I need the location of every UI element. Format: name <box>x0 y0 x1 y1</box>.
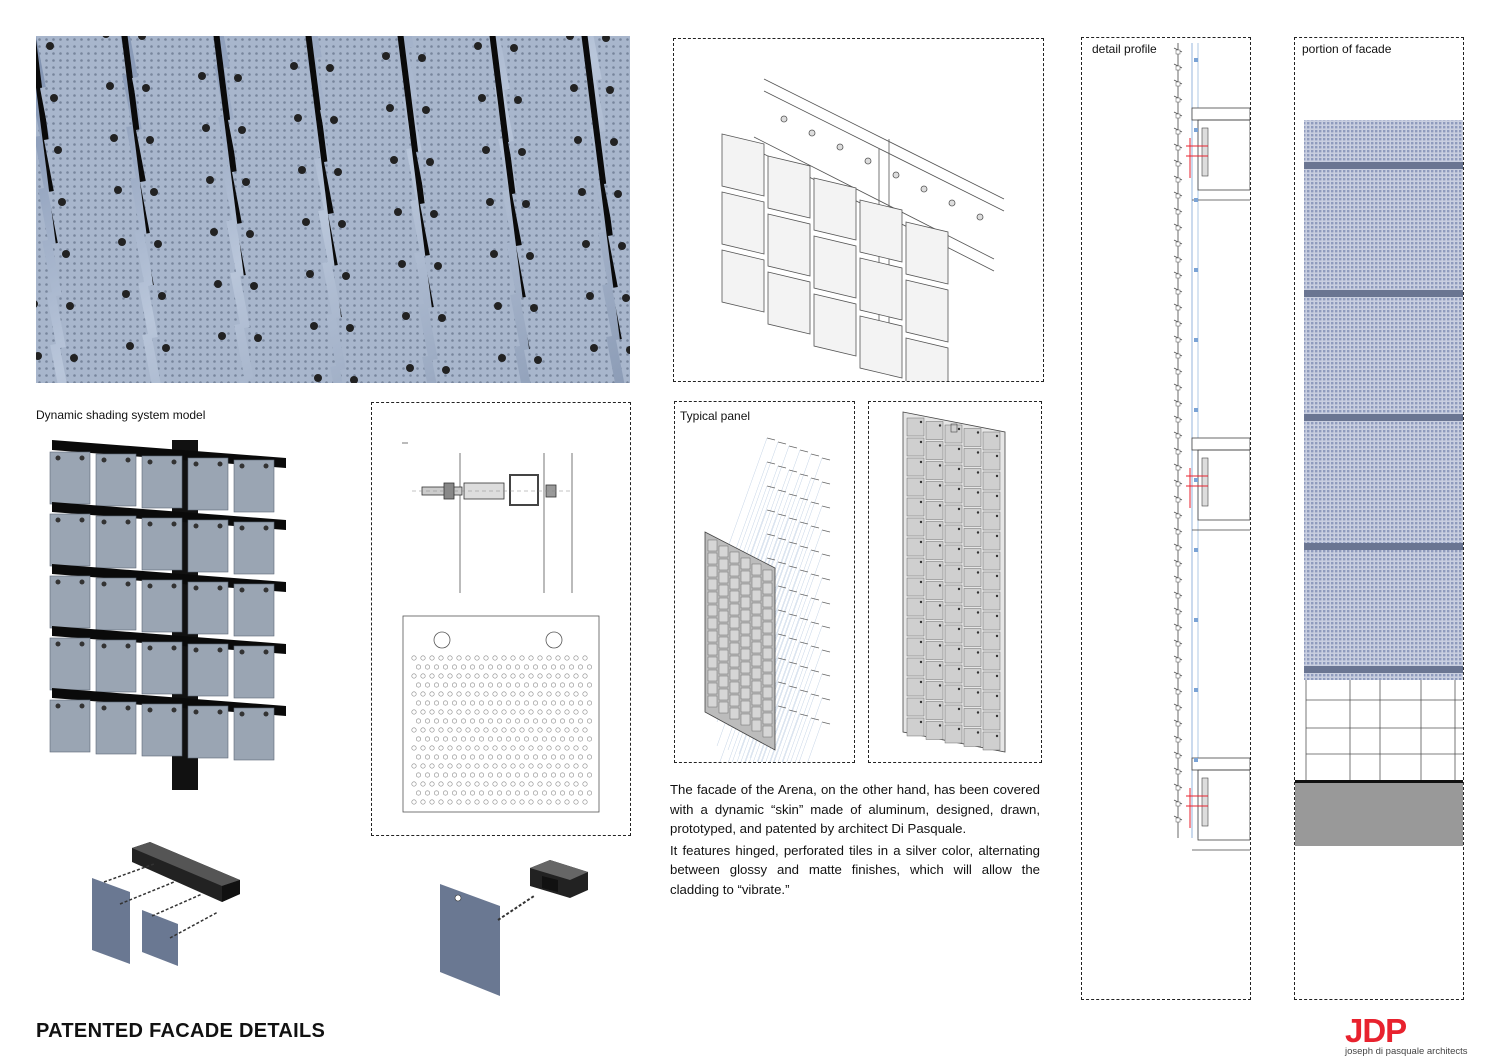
hardware-detail <box>371 402 631 836</box>
typical-panel-frame: Typical panel <box>674 401 855 763</box>
panel-elevation-frame <box>868 401 1042 763</box>
bracket-assembly-right <box>438 858 588 998</box>
detail-profile-label: detail profile <box>1092 42 1157 56</box>
bracket-assembly-left <box>90 842 250 968</box>
description-paragraph-1: The facade of the Arena, on the other ha… <box>670 782 1040 836</box>
detail-profile-frame: detail profile <box>1081 37 1251 1000</box>
page-title: PATENTED FACADE DETAILS <box>36 1020 326 1042</box>
jdp-logo-subtitle: joseph di pasquale architects <box>1345 1046 1468 1057</box>
description-paragraph-2: It features hinged, perforated tiles in … <box>670 842 1040 897</box>
portion-facade-frame: portion of facade <box>1294 37 1464 1000</box>
shading-model <box>46 432 291 792</box>
typical-panel-label: Typical panel <box>680 409 751 423</box>
portion-facade-label: portion of facade <box>1302 42 1392 56</box>
exploded-axonometric <box>673 38 1044 382</box>
jdp-logo: JDP <box>1345 1012 1407 1049</box>
model-label: Dynamic shading system model <box>36 408 206 422</box>
facade-photo <box>36 36 630 383</box>
description: The facade of the Arena, on the other ha… <box>670 780 1040 901</box>
